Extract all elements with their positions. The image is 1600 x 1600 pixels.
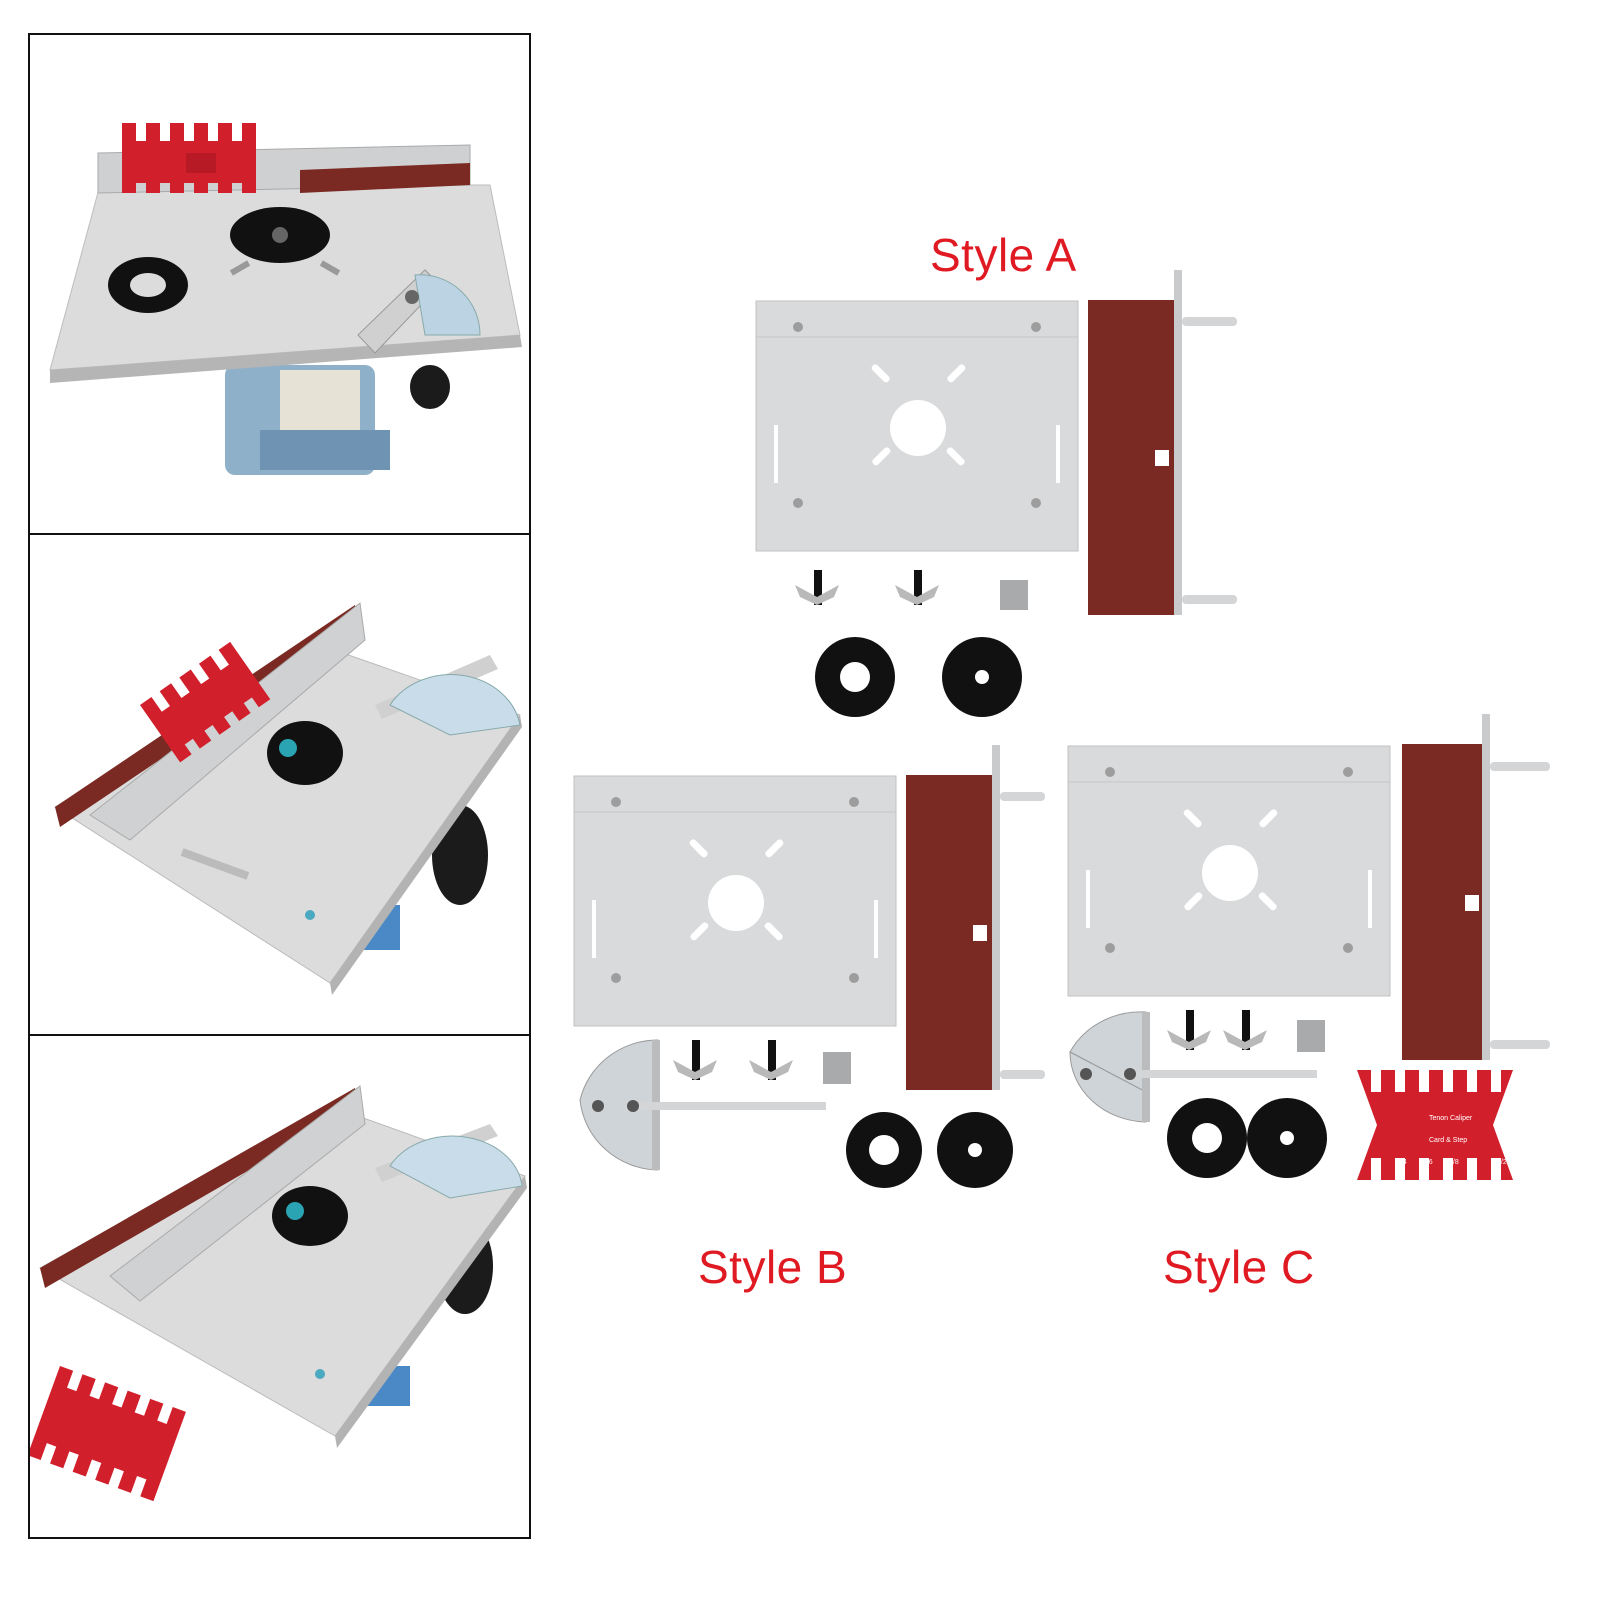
router-table-photo-1 bbox=[49, 123, 522, 475]
style-c-label: Style C bbox=[1163, 1241, 1315, 1293]
wing-screw-icon bbox=[1223, 1010, 1267, 1050]
router-table-photo-3 bbox=[30, 1085, 527, 1502]
bracket-icon bbox=[1000, 580, 1028, 610]
gauge-subtitle: Card & Step bbox=[1429, 1137, 1467, 1144]
photo-panel-middle bbox=[28, 533, 531, 1036]
gauge-mark: 1/2 bbox=[1497, 1159, 1507, 1166]
miter-gauge-icon bbox=[579, 1039, 826, 1171]
gauge-mark: 1/4 bbox=[1397, 1159, 1407, 1166]
style-a-label: Style A bbox=[930, 229, 1077, 281]
wing-screw-icon bbox=[749, 1040, 793, 1080]
router-table-photo-2 bbox=[54, 602, 522, 995]
gauge-mark: 5/8 bbox=[1507, 1135, 1517, 1142]
wing-screw-icon bbox=[895, 570, 939, 605]
wing-screw-icon bbox=[1167, 1010, 1211, 1050]
miter-gauge-icon bbox=[1069, 1011, 1317, 1123]
style-c-kit: Tenon Caliper Card & Step 1/4 5/16 3/8 1… bbox=[1067, 714, 1550, 1180]
gauge-mark: 5/16 bbox=[1419, 1159, 1433, 1166]
gauge-mark: 3/8 bbox=[1449, 1159, 1459, 1166]
gauge-title: Tenon Caliper bbox=[1429, 1115, 1473, 1122]
photo-panel-bottom bbox=[28, 1034, 531, 1539]
style-b-label: Style B bbox=[698, 1241, 848, 1293]
wing-screw-icon bbox=[795, 570, 839, 605]
wing-screw-icon bbox=[673, 1040, 717, 1080]
router-hole bbox=[890, 400, 946, 456]
style-a-kit bbox=[755, 270, 1237, 717]
tenon-caliper-gauge: Tenon Caliper Card & Step 1/4 5/16 3/8 1… bbox=[1357, 1070, 1517, 1180]
style-b-kit bbox=[573, 745, 1045, 1188]
photo-panel-top bbox=[28, 33, 531, 535]
